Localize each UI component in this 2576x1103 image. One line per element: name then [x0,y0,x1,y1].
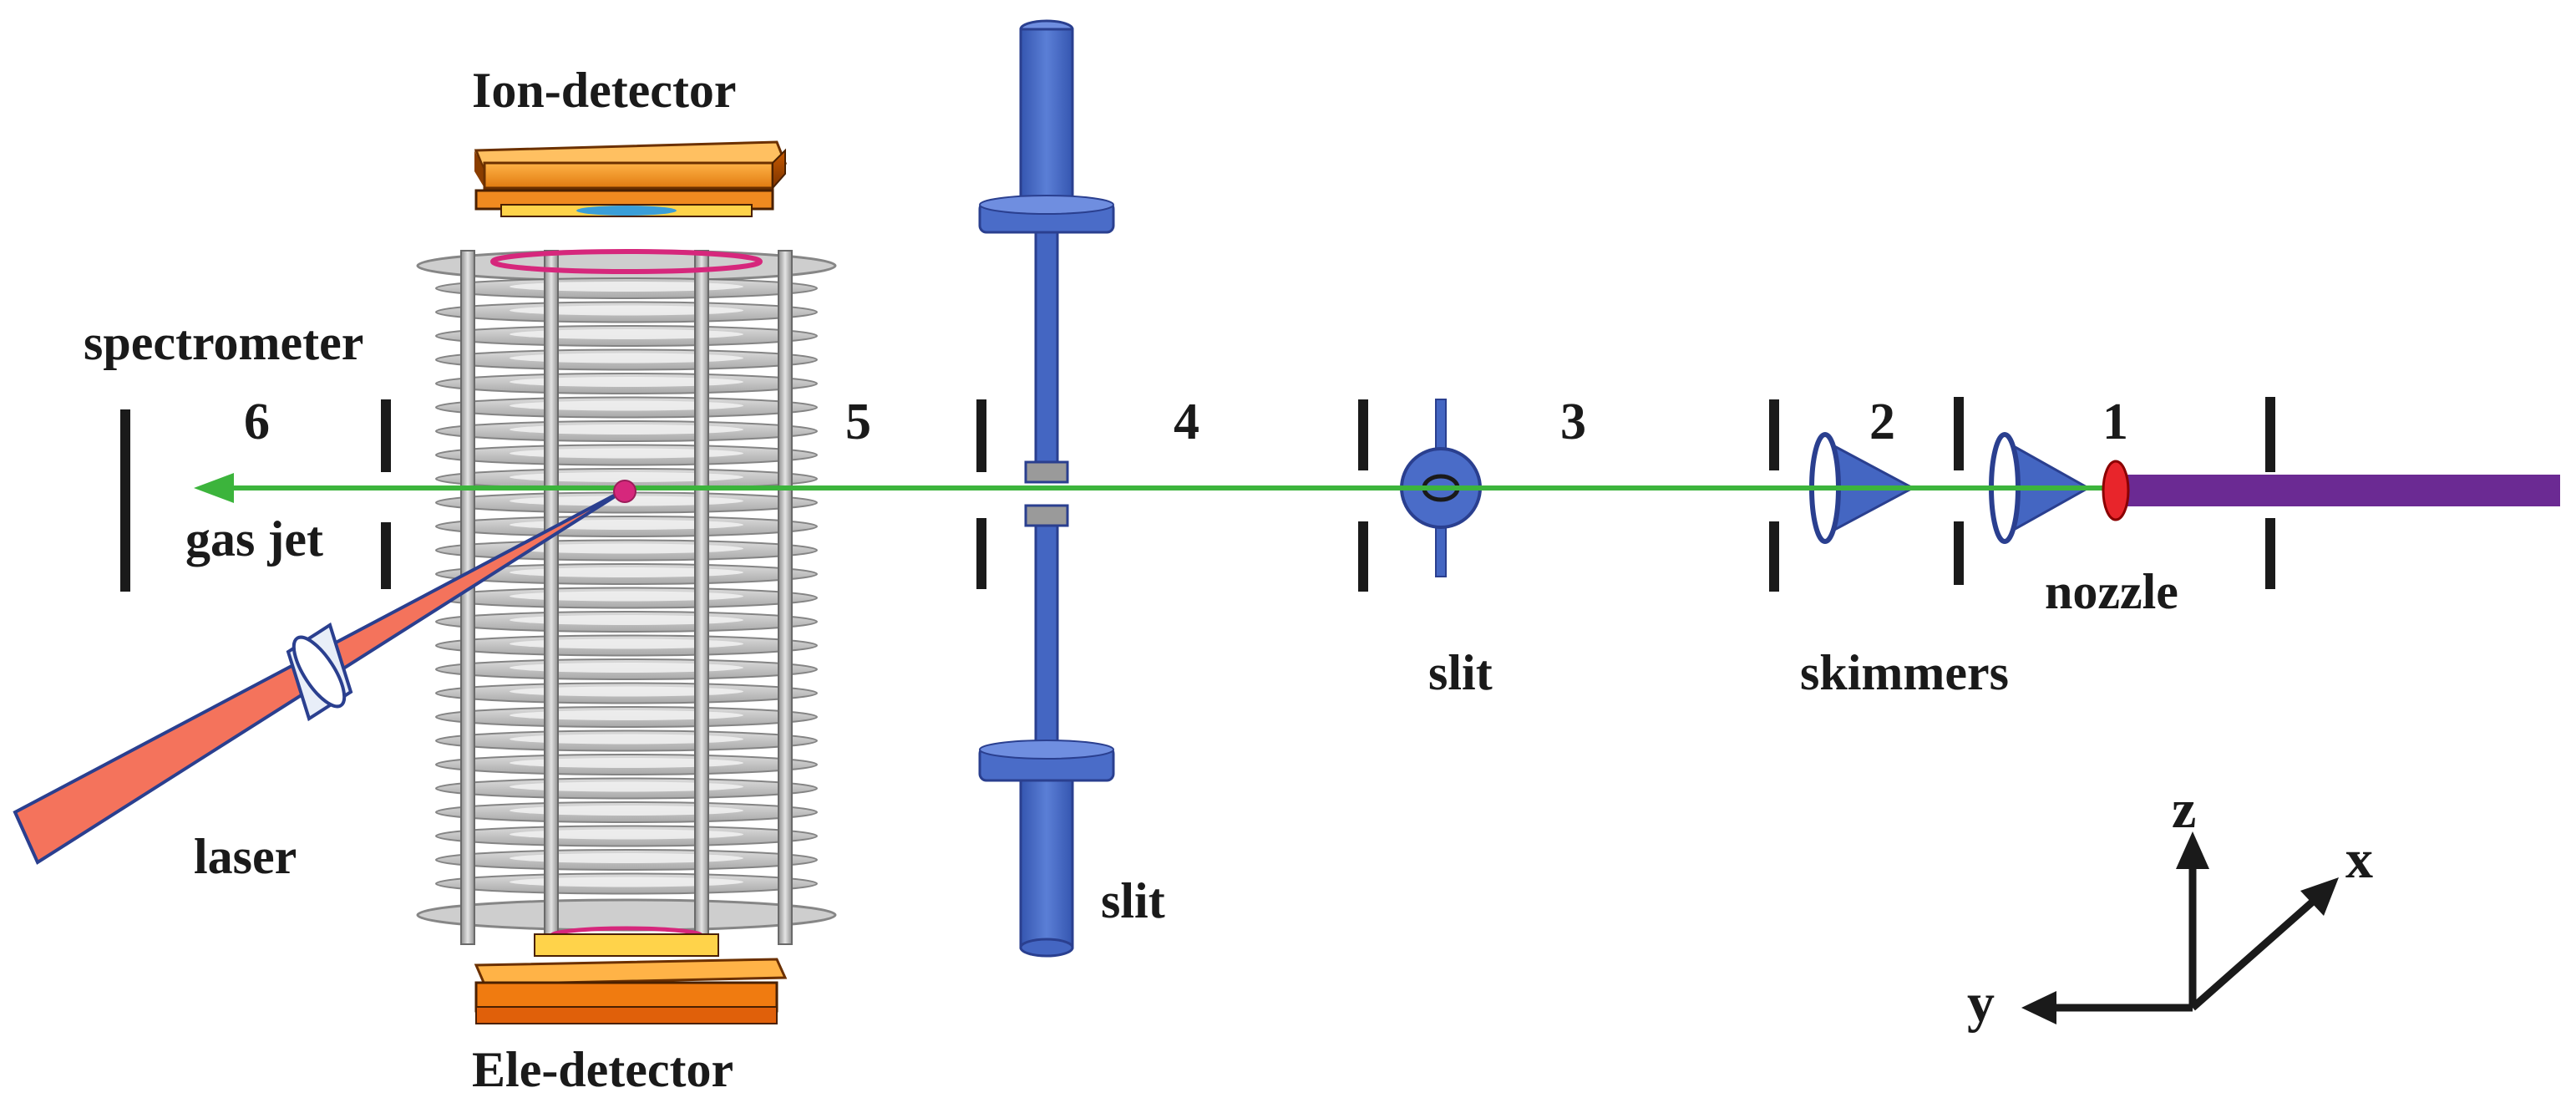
axis-y-label: y [1967,973,1995,1034]
electrode-aperture [510,282,743,292]
electrode-aperture [510,781,743,792]
chamber-2-label: 2 [1869,394,1895,450]
axis-z-label: z [2172,779,2196,840]
chamber-1-label: 1 [2102,394,2128,450]
chamber-4-label: 4 [1174,394,1199,450]
electrode-aperture [510,806,743,816]
electrode-aperture [510,329,743,339]
spectrometer-label: spectrometer [84,315,363,370]
electrode-aperture [510,377,743,387]
electrode-aperture [510,424,743,435]
support-rod [544,250,559,945]
support-rod [694,250,709,945]
vertical-slit [978,19,1115,958]
electrode-aperture [510,448,743,459]
nozzle-label: nozzle [2045,564,2178,619]
skimmers-label: skimmers [1800,645,2009,700]
ele-detector-icon [474,933,788,1024]
ion-detector-label: Ion-detector [472,63,737,118]
slit-label-mid: slit [1428,645,1493,700]
axis-x-label: x [2345,829,2373,890]
chamber-6-label: 6 [244,394,270,450]
aperture-walls [120,397,2275,592]
electrode-aperture [510,591,743,602]
electrode-aperture [510,663,743,673]
laser-beam [13,486,630,865]
gas-beam-line [194,473,2113,503]
electrode-aperture [510,758,743,768]
electrode-aperture [510,400,743,411]
electrode-aperture [510,615,743,625]
nozzle-icon [2102,460,2560,521]
slit-label-left: slit [1101,873,1165,928]
electrode-aperture [510,710,743,720]
axes-icon [2021,831,2339,1024]
electrode-aperture [510,686,743,697]
electrode-aperture [510,638,743,649]
electrode-aperture [510,305,743,316]
interaction-point [613,480,636,503]
support-rod [460,250,475,945]
bottom-plate [416,898,837,932]
electrode-aperture [510,353,743,363]
electrode-aperture [510,472,743,482]
top-plate [416,249,837,282]
electrode-aperture [510,853,743,863]
ele-detector-label: Ele-detector [472,1042,733,1097]
electrode-aperture [510,877,743,887]
chamber-5-label: 5 [845,394,871,450]
electrode-aperture [510,734,743,745]
electrode-aperture [510,829,743,840]
ion-detector-icon [474,140,788,217]
spectrometer-stack [416,249,837,946]
electrode-aperture [510,567,743,577]
chamber-3-label: 3 [1560,394,1586,450]
laser-label: laser [194,829,297,884]
gas-jet-label: gas jet [185,511,323,567]
support-rod [778,250,793,945]
electrode-aperture [510,543,743,554]
pink-ring-top [490,249,763,274]
